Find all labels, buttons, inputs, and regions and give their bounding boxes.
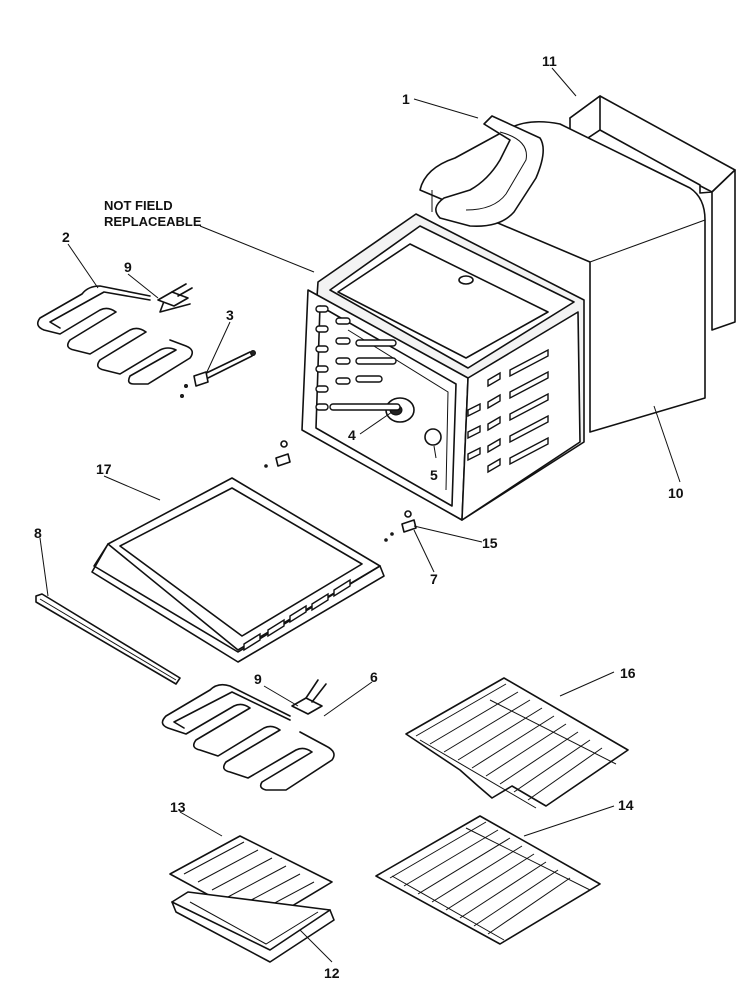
fastener-clip-upper [264, 440, 291, 468]
callout-12: 12 [324, 965, 340, 981]
callout-9-upper: 9 [124, 259, 132, 275]
callout-8: 8 [34, 525, 42, 541]
callout-2: 2 [62, 229, 70, 245]
callout-17: 17 [96, 461, 112, 477]
bake-element-part-6 [161, 683, 335, 791]
oven-sensor-part-3 [180, 350, 256, 398]
note-replaceable: REPLACEABLE [104, 214, 202, 229]
callout-4: 4 [348, 427, 356, 443]
trim-strip-part-8 [35, 593, 181, 685]
note-not-field: NOT FIELD [104, 198, 173, 213]
oven-rack-part-16 [405, 677, 629, 809]
callout-16: 16 [620, 665, 636, 681]
callout-11: 11 [542, 53, 557, 69]
leader-lines [39, 67, 681, 963]
fastener-clip-part-15 [384, 510, 417, 542]
callout-7: 7 [430, 571, 438, 587]
vent-duct-part-1 [435, 115, 544, 228]
callout-1: 1 [402, 91, 410, 107]
callout-14: 14 [618, 797, 634, 813]
callout-5: 5 [430, 467, 438, 483]
oven-bottom-part-17 [91, 477, 385, 663]
cavity-right-slots [467, 348, 549, 474]
callout-3: 3 [226, 307, 234, 323]
callout-9-lower: 9 [254, 671, 262, 687]
cavity-left-slots [315, 305, 401, 411]
broiler-pan-part-12 [171, 891, 335, 963]
callout-15: 15 [482, 535, 498, 551]
callout-13: 13 [170, 799, 186, 815]
callout-6: 6 [370, 669, 378, 685]
callout-10: 10 [668, 485, 684, 501]
oven-cavity [301, 213, 585, 521]
oven-rack-part-14 [375, 815, 601, 945]
terminal-block-part-9-lower [291, 679, 327, 715]
terminal-block-part-9-upper [157, 283, 193, 307]
